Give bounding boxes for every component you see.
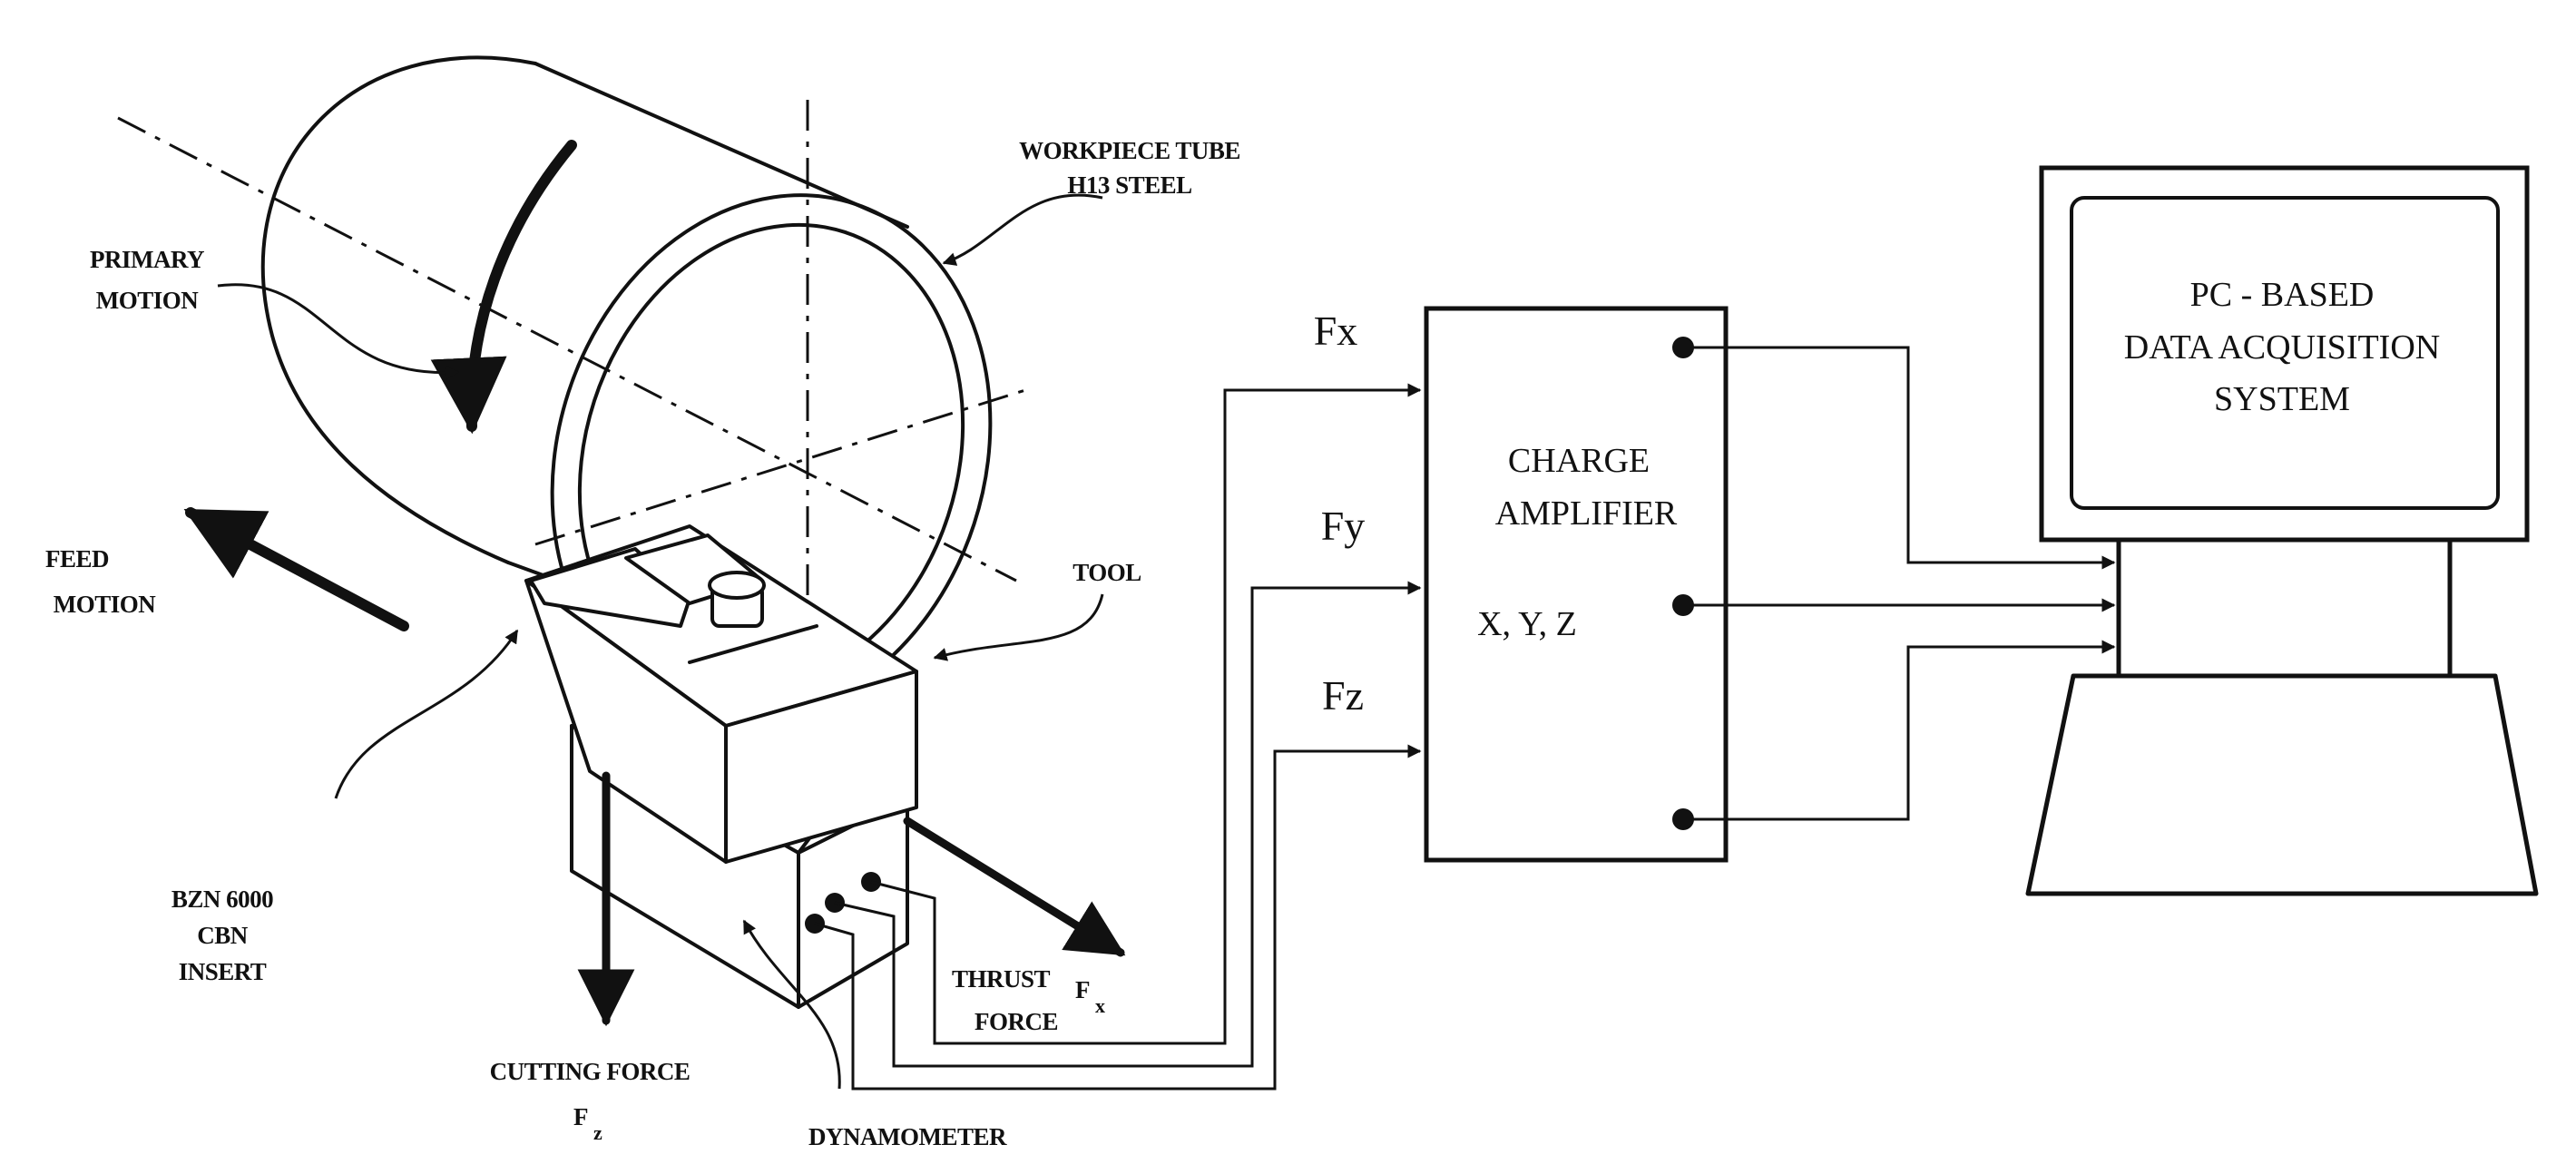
dynamometer-label: DYNAMOMETER bbox=[808, 1123, 1007, 1150]
tool-label: TOOL bbox=[1073, 559, 1141, 586]
insert-label-line3: INSERT bbox=[179, 958, 267, 985]
cbn-insert-clamp bbox=[529, 533, 766, 628]
pc-title-line1: PC - BASED bbox=[2190, 276, 2375, 314]
dynamometer-cables bbox=[805, 383, 1422, 1091]
rotation-arrow bbox=[430, 140, 577, 435]
leader-lines bbox=[217, 193, 1104, 1090]
insert-label-line1: BZN 6000 bbox=[171, 885, 273, 913]
charge-amplifier-box bbox=[1424, 306, 1729, 863]
pc-computer bbox=[2025, 165, 2539, 896]
feed-motion-label-line1: FEED bbox=[45, 545, 109, 572]
signal-fy-label: Fy bbox=[1321, 503, 1366, 549]
pc-title-line3: SYSTEM bbox=[2214, 380, 2350, 418]
center-axes bbox=[117, 100, 1026, 690]
thrust-force-label-line1: THRUST bbox=[952, 965, 1051, 993]
amplifier-title-line2: AMPLIFIER bbox=[1495, 494, 1678, 533]
primary-motion-label-line2: MOTION bbox=[96, 287, 200, 314]
workpiece-label-line1: WORKPIECE TUBE bbox=[1019, 137, 1240, 164]
thrust-force-label-line2: FORCE bbox=[975, 1008, 1058, 1035]
workpiece-label-line2: H13 STEEL bbox=[1067, 171, 1191, 199]
signal-fx-label: Fx bbox=[1314, 308, 1358, 354]
cutting-force-label: CUTTING FORCE bbox=[490, 1058, 691, 1085]
thrust-force-arrow bbox=[903, 817, 1126, 957]
pc-title-line2: DATA ACQUISITION bbox=[2124, 328, 2440, 367]
signal-fz-label: Fz bbox=[1322, 672, 1364, 719]
fz-symbol: Fz bbox=[573, 1103, 602, 1144]
fx-symbol: Fx bbox=[1075, 976, 1105, 1017]
insert-label-line2: CBN bbox=[197, 922, 249, 949]
amplifier-to-pc-cables bbox=[1683, 346, 2116, 821]
feed-motion-label-line2: MOTION bbox=[54, 591, 157, 618]
amplifier-channels-label: X, Y, Z bbox=[1477, 605, 1577, 643]
primary-motion-label-line1: PRIMARY bbox=[90, 246, 204, 273]
feed-motion-arrow bbox=[183, 507, 409, 631]
amplifier-title-line1: CHARGE bbox=[1508, 442, 1650, 480]
